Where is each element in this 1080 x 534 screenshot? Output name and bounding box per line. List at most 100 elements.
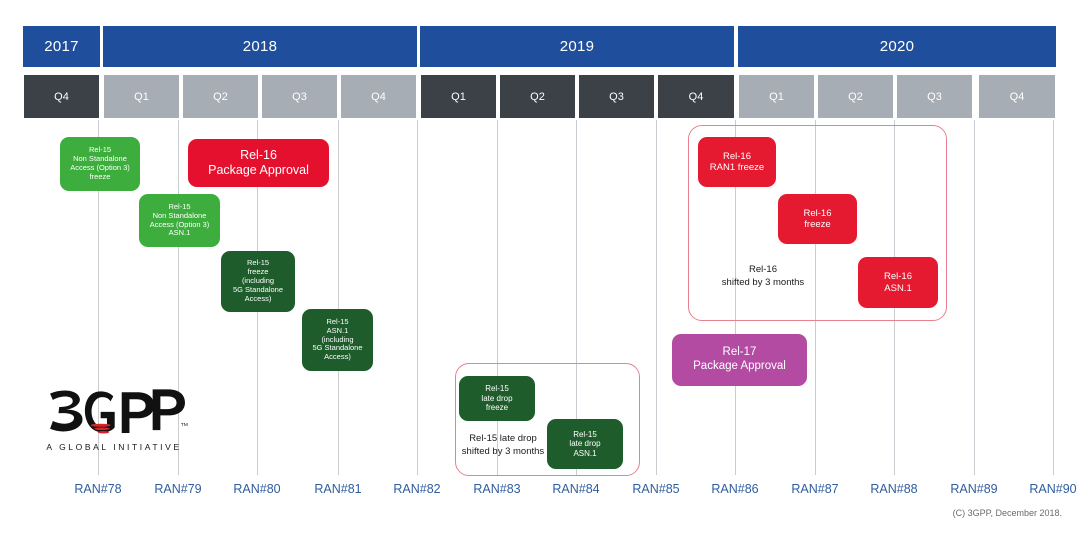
ran-meeting-ran-84: RAN#84 [552,482,600,496]
logo-tagline: A GLOBAL INITIATIVE [46,442,182,452]
ran-meeting-ran-80: RAN#80 [233,482,281,496]
quarter-label: Q2 [848,90,863,103]
quarter-cell-2019-q4: Q4 [656,73,736,120]
gridline-1 [178,120,179,475]
year-label: 2018 [242,38,278,55]
milestone-line: Rel-16 [884,271,912,283]
milestone-line: late drop [481,393,513,403]
quarter-label: Q3 [292,90,307,103]
milestone-line: (including [241,276,275,286]
quarter-cell-2020-q2: Q2 [816,73,895,120]
quarter-cell-2019-q2: Q2 [498,73,577,120]
group-outline-rel16-shift-group [688,125,947,321]
gridline-11 [974,120,975,475]
copyright-notice: (C) 3GPP, December 2018. [952,508,1062,518]
gridline-12 [1053,120,1054,475]
quarter-label: Q4 [1009,90,1025,103]
annotation-line: Rel-15 late drop [469,433,537,444]
milestone-line: freeze [89,171,111,181]
quarter-label: Q3 [927,90,942,103]
milestone-line: Rel-15 [168,201,191,211]
gridline-6 [576,120,577,475]
milestone-line: Access (Option 3) [70,163,130,172]
gridline-7 [656,120,657,475]
year-cell-2017: 2017 [22,25,101,68]
quarter-label: Q2 [213,90,228,103]
quarter-label: Q3 [609,90,624,103]
milestone-line: Package Approval [208,163,309,177]
gridline-9 [815,120,816,475]
year-cell-2018: 2018 [102,25,418,68]
ran-meeting-ran-78: RAN#78 [74,482,122,496]
quarter-label: Q1 [134,90,149,103]
svg-text:TM: TM [181,422,188,428]
quarter-cell-2019-q3: Q3 [577,73,656,120]
ran-meeting-ran-86: RAN#86 [711,482,759,496]
annotation-line: Rel-16 [749,264,777,275]
milestone-line: freeze [804,219,831,230]
milestone-line: ASN.1 [573,448,597,458]
ran-meeting-ran-81: RAN#81 [314,482,362,496]
year-label: 2017 [44,38,79,55]
milestone-line: freeze [247,267,269,277]
ran-meeting-ran-82: RAN#82 [393,482,441,496]
annotation-line: shifted by 3 months [721,276,805,288]
gridline-5 [497,120,498,475]
quarter-label: Q1 [451,90,466,103]
milestone-line: late drop [569,439,601,449]
quarter-cell-2017-q4: Q4 [22,73,101,120]
quarter-cell-2019-q1: Q1 [419,73,498,120]
year-cell-2020: 2020 [737,25,1057,68]
quarter-label: Q1 [769,90,784,103]
milestone-line: RAN1 freeze [709,162,765,173]
milestone-line: Access) [324,352,351,362]
quarter-label: Q4 [688,90,704,103]
gridline-0 [98,120,99,475]
annotation-line: shifted by 3 months [461,445,545,457]
milestone-line: Non Standalone [73,154,127,164]
milestone-line: 5G Standalone [312,343,363,353]
year-cell-2019: 2019 [419,25,735,68]
milestone-line: 5G Standalone [232,284,284,294]
quarter-cell-2018-q1: Q1 [102,73,181,120]
quarter-cell-2018-q3: Q3 [260,73,339,120]
gridline-3 [338,120,339,475]
ran-meeting-ran-87: RAN#87 [791,482,839,496]
quarter-cell-2018-q2: Q2 [181,73,260,120]
milestone-line: Rel-15 [485,384,509,394]
quarter-cell-2020-q1: Q1 [737,73,816,120]
milestone-line: (including [321,334,354,344]
milestone-line: ASN.1 [326,325,349,335]
ran-meeting-ran-90: RAN#90 [1029,482,1077,496]
gridline-8 [735,120,736,475]
milestone-line: freeze [485,403,509,413]
3gpp-logo-mark: TM [50,389,188,434]
milestone-line: Rel-15 [573,429,597,439]
milestone-line: Rel-16 [240,148,277,163]
quarter-label: Q2 [530,90,545,103]
milestone-line: Access (Option 3) [149,219,210,229]
milestone-line: ASN.1 [168,228,191,238]
milestone-line: Rel-16 [803,207,832,219]
3gpp-logo: TM A GLOBAL INITIATIVE [40,388,188,460]
quarter-label: Q4 [371,90,386,103]
milestone-line: Rel-15 [326,316,349,326]
milestone-line: Rel-16 [723,150,751,162]
quarter-label: Q4 [54,90,69,103]
milestone-line: Rel-15 [246,258,270,268]
year-label: 2020 [879,38,915,55]
